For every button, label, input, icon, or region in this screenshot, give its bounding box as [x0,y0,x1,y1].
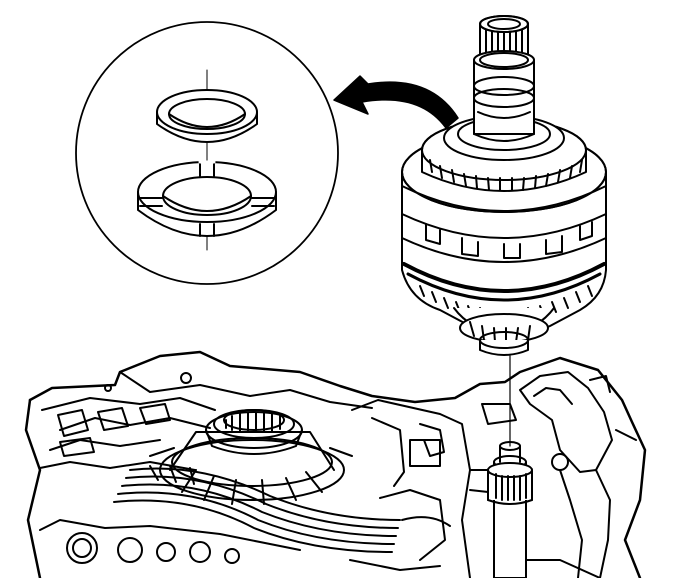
splined-input-shaft [488,442,532,578]
detail-view-circle [76,22,338,284]
split-washer [138,162,276,236]
curved-direction-arrow [334,76,458,128]
thrust-washer [157,90,257,142]
clutch-housing-assembly [402,16,606,355]
transmission-case [26,352,645,578]
